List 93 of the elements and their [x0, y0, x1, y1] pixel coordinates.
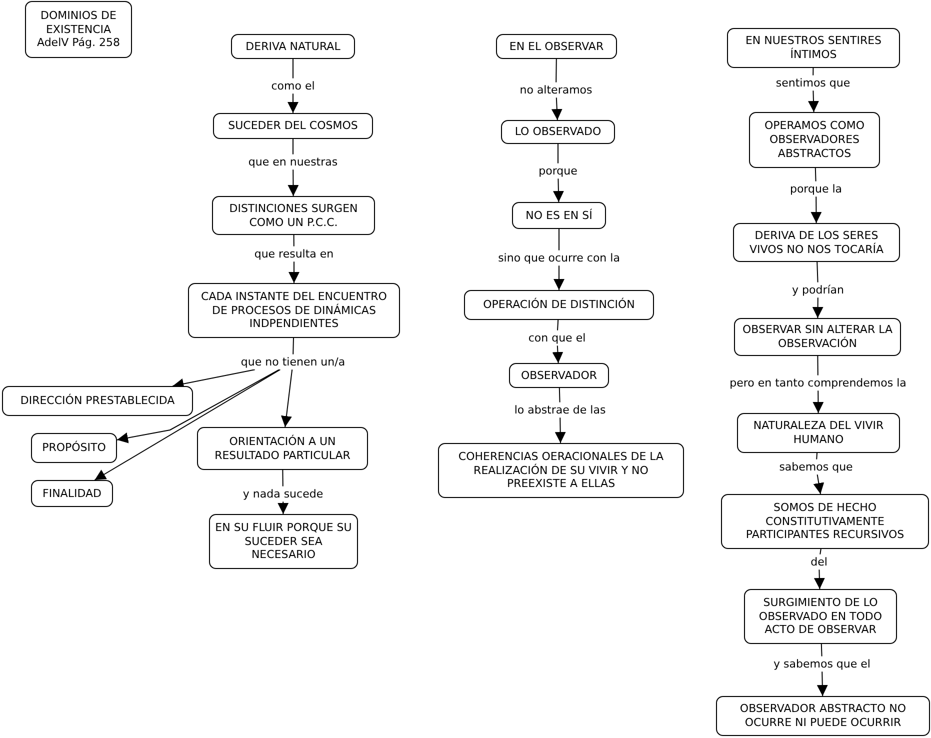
connector-line — [816, 262, 818, 283]
link-phrase: sino que ocurre con la — [496, 250, 622, 266]
concept-text: DERIVA DE LOS SERES VIVOS NO NOS TOCARÍA — [748, 228, 884, 256]
arrow — [280, 369, 293, 428]
connector-line — [814, 168, 816, 182]
concept-box — [2, 386, 193, 416]
arrow — [288, 169, 299, 196]
concept-box — [197, 427, 368, 470]
concept-box — [749, 112, 880, 168]
concept-text: DOMINIOS DE EXISTENCIA AdelV Pág. 258 — [36, 8, 121, 50]
arrow — [812, 297, 824, 318]
concept-box — [231, 34, 355, 59]
concept-box — [727, 28, 900, 68]
arrow — [94, 369, 281, 480]
link-phrase: con que el — [526, 330, 588, 346]
concept-box — [501, 120, 615, 144]
concept-text: OPERACIÓN DE DISTINCIÓN — [483, 298, 635, 312]
arrow — [116, 369, 280, 444]
concept-text: SOMOS DE HECHO CONSTITUTIVAMENTE PARTICIPANTES RECURSIVOS — [744, 500, 906, 542]
arrow — [810, 196, 822, 224]
concept-text: OBSERVADOR — [520, 368, 598, 382]
concept-text: EN EL OBSERVAR — [509, 40, 604, 54]
connector-line — [292, 138, 294, 155]
concept-box — [31, 433, 117, 463]
concept-box — [438, 443, 684, 498]
link-phrase: pero en tanto comprendemos la — [728, 375, 908, 391]
connector-line — [557, 320, 559, 331]
concept-box — [209, 514, 358, 569]
connector-line — [820, 548, 822, 555]
arrow — [551, 97, 562, 120]
concept-text: NATURALEZA DEL VIVIR HUMANO — [752, 419, 885, 447]
concept-box — [212, 196, 375, 235]
concept-text: FINALIDAD — [42, 486, 102, 500]
arrow — [813, 474, 824, 494]
connector-line — [293, 234, 294, 247]
concept-box — [734, 318, 901, 356]
arrow — [288, 261, 300, 284]
concept-text: PROPÓSITO — [42, 441, 106, 455]
arrow — [812, 390, 824, 414]
connector-line — [812, 68, 814, 76]
concept-text: OPERAMOS COMO OBSERVADORES ABSTRACTOS — [763, 119, 866, 161]
concept-box — [716, 696, 930, 736]
connector-line — [556, 58, 557, 83]
link-phrase: y nada sucede — [240, 486, 326, 502]
link-phrase: sabemos que — [777, 459, 855, 475]
concept-box — [31, 480, 113, 507]
concept-text: CADA INSTANTE DEL ENCUENTRO DE PROCESOS DE DINÁMICAS INDPENDIENTES — [200, 290, 388, 332]
concept-text: DERIVA NATURAL — [246, 40, 340, 54]
concept-text: EN NUESTROS SENTIRES ÍNTIMOS — [744, 34, 883, 62]
arrow — [552, 345, 564, 364]
link-phrase: y sabemos que el — [772, 656, 872, 672]
arrow — [552, 178, 564, 202]
concept-box — [744, 589, 897, 644]
link-phrase: sentimos que — [774, 75, 852, 91]
concept-box — [496, 34, 617, 59]
concept-text: LO OBSERVADO — [514, 125, 602, 139]
arrow — [816, 671, 828, 696]
concept-box — [464, 290, 654, 320]
link-phrase: que no tienen un/a — [238, 354, 348, 370]
connector-line — [292, 58, 294, 79]
concept-text: NO ES EN SÍ — [526, 208, 592, 222]
concept-text: EN SU FLUIR PORQUE SU SUCEDER SEA NECESARIO — [214, 520, 353, 562]
arrow — [554, 265, 564, 290]
concept-box — [512, 202, 606, 229]
concept-text: COHERENCIAS OERACIONALES DE LA REALIZACIÓN DE SU VIVIR Y NO PREEXISTE A ELLAS — [457, 450, 665, 492]
concept-box — [737, 413, 900, 453]
concept-text: SUCEDER DEL COSMOS — [228, 119, 358, 133]
concept-text: OBSERVADOR ABSTRACTO NO OCURRE NI PUEDE OCURRIR — [738, 702, 908, 730]
concept-text: OBSERVAR SIN ALTERAR LA OBSERVACIÓN — [742, 323, 894, 351]
link-phrase: que resulta en — [252, 246, 336, 262]
connector-line — [816, 452, 818, 460]
concept-text: SURGIMIENTO DE LO OBSERVADO EN TODO ACTO DE OBSERVAR — [758, 596, 884, 638]
concept-text: ORIENTACIÓN A UN RESULTADO PARTICULAR — [214, 434, 352, 462]
connector-line — [292, 338, 294, 355]
arrow — [288, 93, 298, 114]
concept-box — [733, 223, 900, 262]
concept-text: DISTINCIONES SURGEN COMO UN P.C.C. — [228, 202, 359, 230]
concept-box — [213, 113, 373, 139]
connector-line — [558, 228, 560, 251]
connector-line — [282, 470, 284, 487]
arrow — [814, 569, 825, 590]
concept-box — [721, 494, 929, 549]
connector-line — [817, 356, 818, 376]
connector-line — [820, 644, 822, 657]
concept-box — [509, 363, 609, 388]
connector-line — [558, 388, 560, 403]
arrow — [554, 417, 566, 444]
arrow — [808, 90, 819, 112]
concept-box — [188, 283, 400, 338]
concept-text: DIRECCIÓN PRESTABLECIDA — [20, 394, 175, 408]
arrow — [278, 501, 289, 514]
link-phrase: y podrían — [790, 282, 846, 298]
concept-box — [25, 1, 132, 58]
